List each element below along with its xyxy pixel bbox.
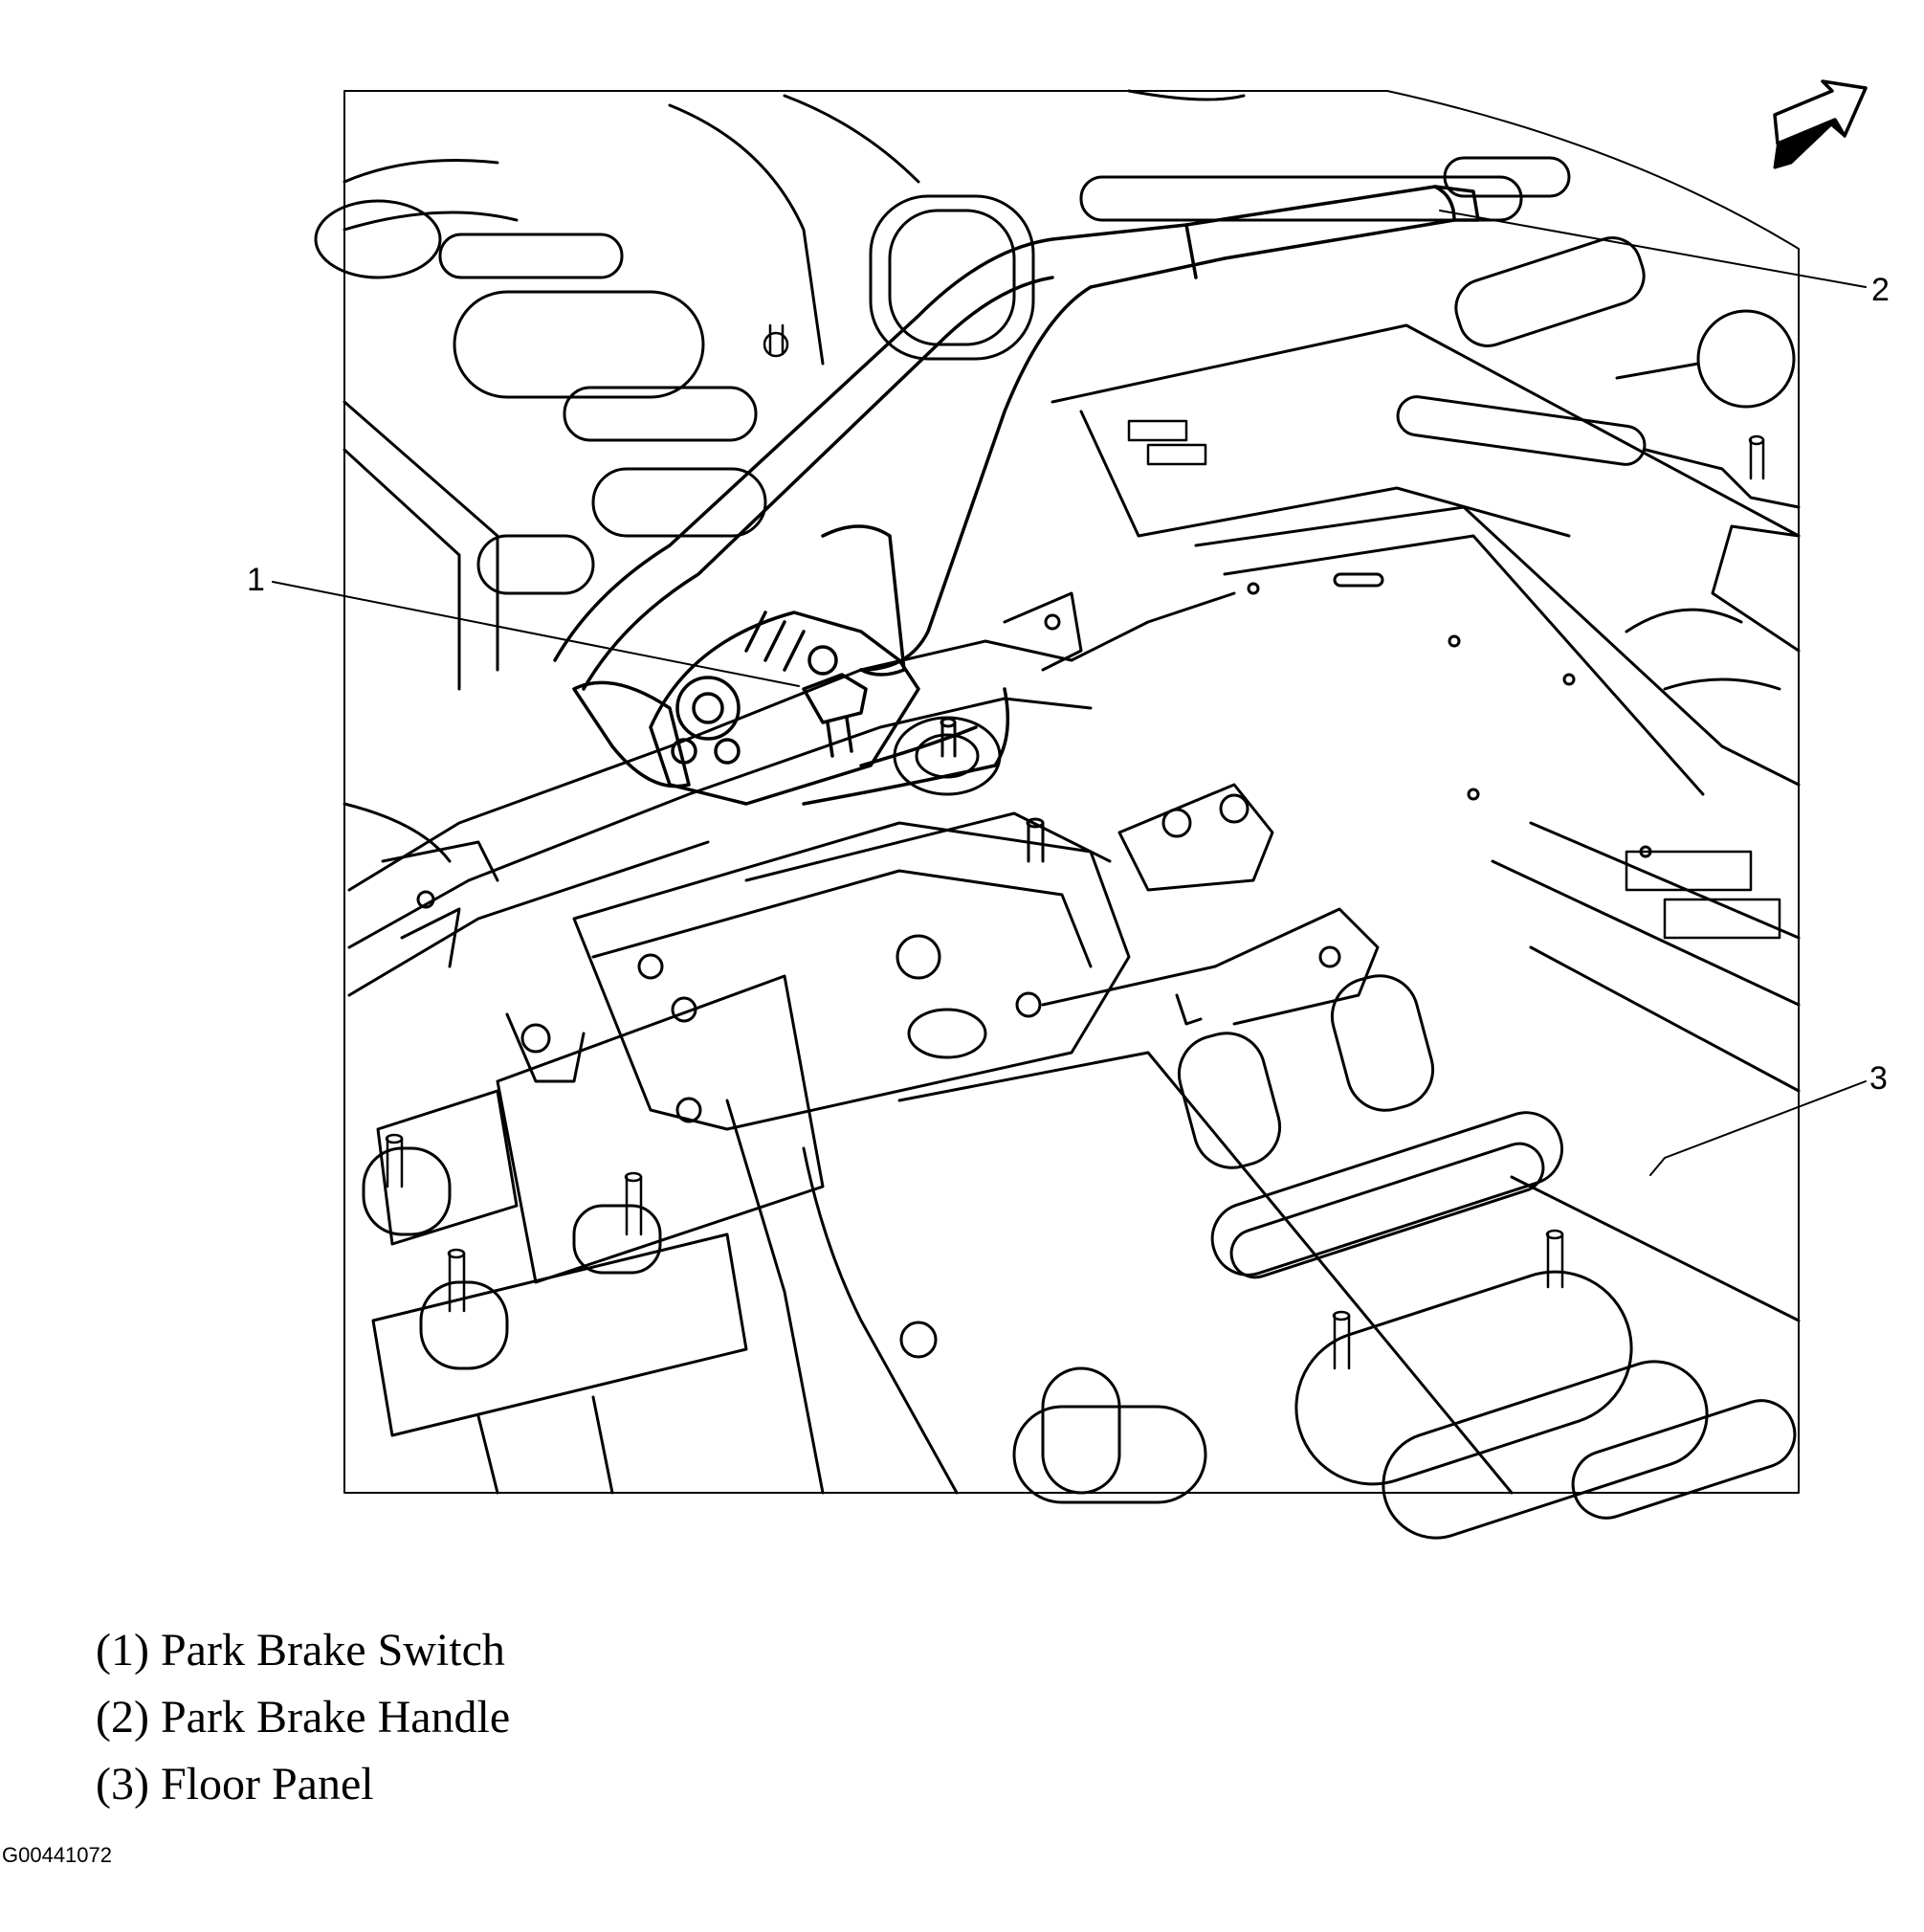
- mounting-bracket: [347, 591, 1380, 1131]
- callout-3: 3: [1869, 1060, 1888, 1097]
- legend-item-park-brake-switch: (1) Park Brake Switch: [96, 1625, 505, 1676]
- floor-panel: [314, 89, 1801, 1540]
- park-brake-handle: [553, 185, 1480, 806]
- park-brake-switch: [802, 673, 868, 758]
- legend: (1) Park Brake Switch (2) Park Brake Han…: [96, 1617, 510, 1818]
- direction-arrow-icon: [1773, 79, 1868, 169]
- figure-id: G00441072: [2, 1843, 112, 1867]
- legend-item-floor-panel: (3) Floor Panel: [96, 1759, 374, 1810]
- callout-1: 1: [247, 562, 265, 598]
- callout-2: 2: [1871, 272, 1890, 308]
- leader-lines: [272, 210, 1867, 1176]
- legend-item-park-brake-handle: (2) Park Brake Handle: [96, 1692, 511, 1743]
